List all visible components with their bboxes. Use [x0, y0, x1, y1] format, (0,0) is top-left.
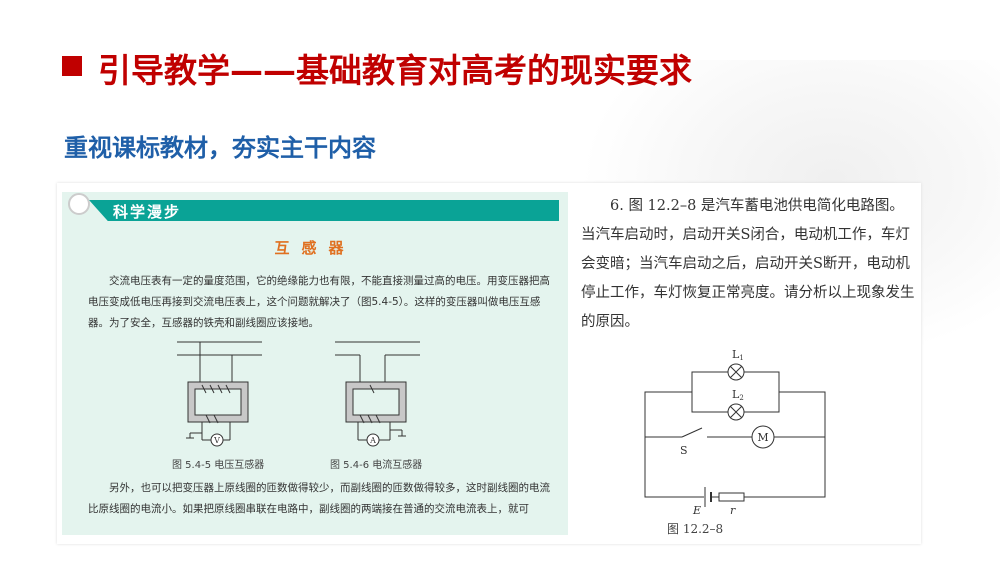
motor-label: M: [757, 431, 768, 444]
voltage-transformer-diagram: V: [177, 341, 262, 447]
svg-text:L2: L2: [732, 388, 744, 402]
content-area: 科学漫步 互感器 交流电压表有一定的量度范围，它的绝缘能力也有限，不能直接测量过…: [57, 183, 921, 544]
resistance-label: r: [730, 504, 736, 517]
circuit-caption: 图 12.2–8: [667, 522, 724, 536]
figure-caption-2: 图 5.4-6 电流互感器: [330, 460, 423, 471]
paragraph-2: 另外，也可以把变压器上原线圈的匝数做得较少，而副线圈的匝数做得较多，这时副线圈的…: [88, 482, 550, 515]
exercise-question: 6. 图 12.2–8 是汽车蓄电池供电简化电路图。当汽车启动时，启动开关S闭合…: [581, 198, 915, 330]
banner-label: 科学漫步: [113, 203, 182, 221]
textbook-excerpt: 科学漫步 互感器 交流电压表有一定的量度范围，它的绝缘能力也有限，不能直接测量过…: [62, 192, 568, 535]
slide-title: 引导教学——基础教育对高考的现实要求: [98, 51, 692, 90]
emf-label: E: [692, 504, 701, 517]
banner-circle-icon: [68, 193, 90, 215]
paragraph-1: 交流电压表有一定的量度范围，它的绝缘能力也有限，不能直接测量过高的电压。用变压器…: [88, 275, 550, 329]
slide-subtitle: 重视课标教材，夯实主干内容: [64, 134, 376, 162]
voltmeter-label: V: [213, 436, 220, 445]
circuit-diagram: L1 L2 S M E r: [644, 348, 826, 517]
ammeter-label: A: [369, 436, 376, 445]
switch-label: S: [680, 444, 688, 457]
section-title: 互感器: [274, 239, 356, 257]
section-banner: 科学漫步: [89, 200, 559, 221]
figure-caption-1: 图 5.4-5 电压互感器: [172, 460, 265, 471]
lamp-l2-sub: 2: [739, 394, 743, 402]
lamp-l2-label: L: [732, 388, 740, 401]
title-bullet-icon: [62, 56, 82, 76]
svg-text:L1: L1: [732, 348, 744, 362]
exercise-panel: 6. 图 12.2–8 是汽车蓄电池供电简化电路图。当汽车启动时，启动开关S闭合…: [577, 192, 917, 536]
current-transformer-diagram: A: [335, 341, 420, 447]
lamp-l1-sub: 1: [739, 354, 743, 362]
lamp-l1-label: L: [732, 348, 740, 361]
